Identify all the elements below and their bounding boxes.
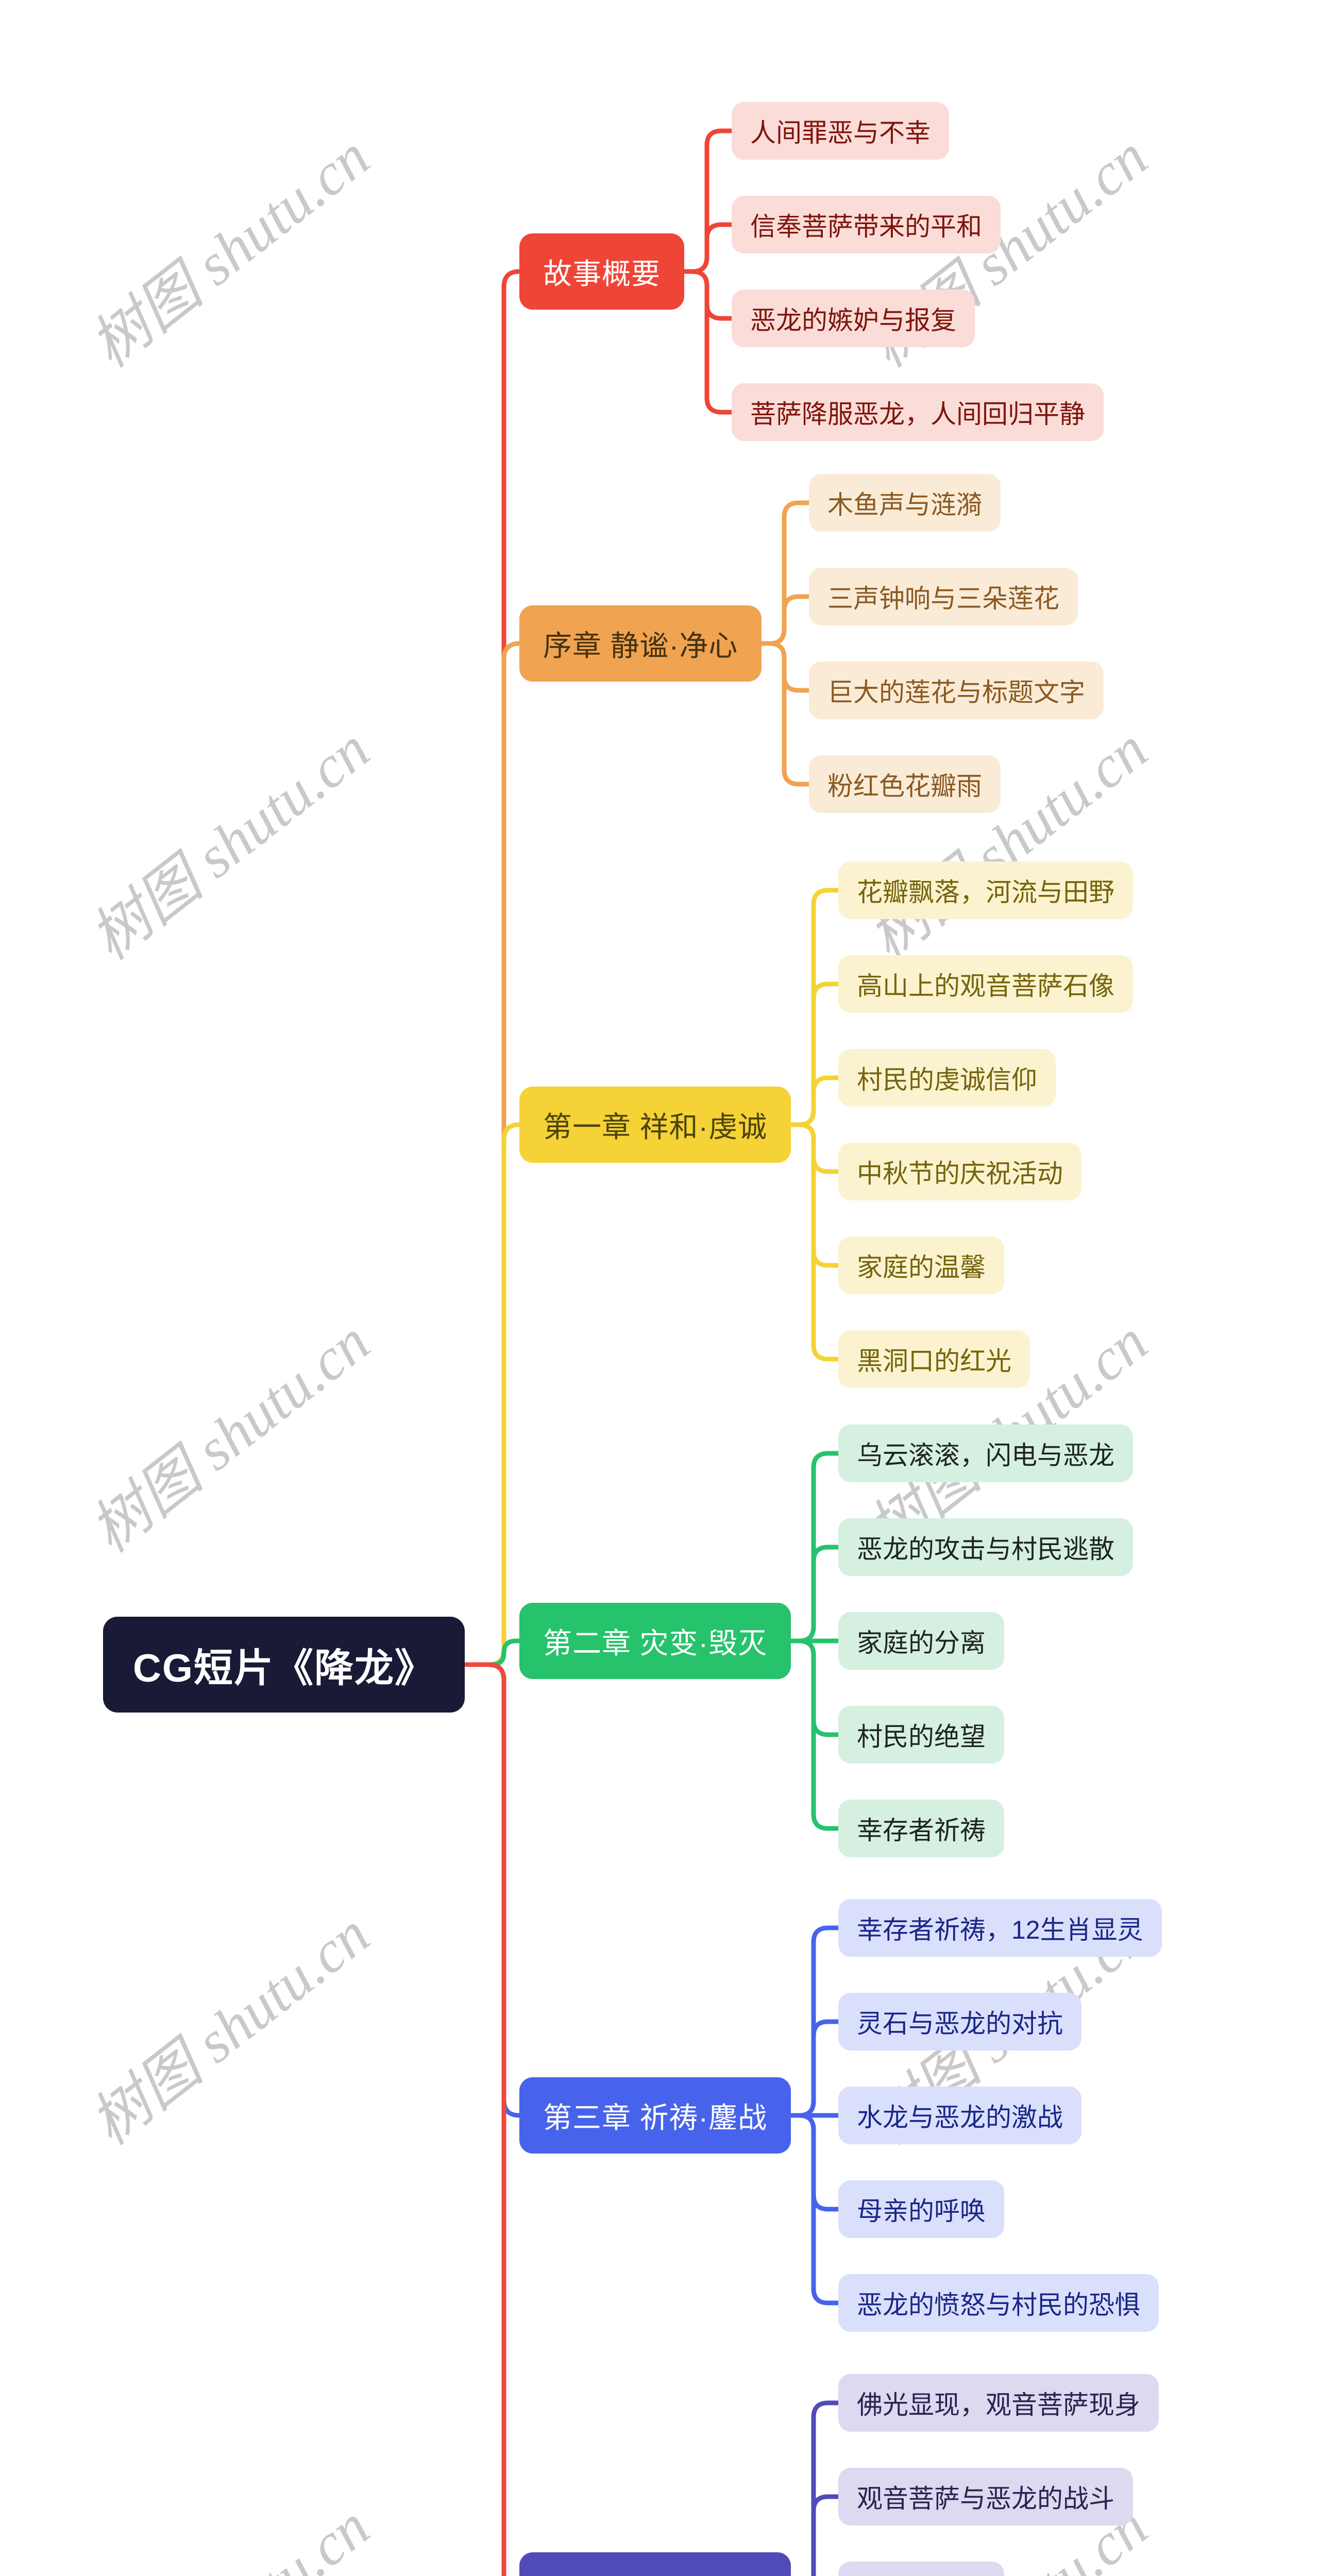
topic-node[interactable]: 幸存者祈祷，12生肖显灵 [838, 1899, 1162, 1957]
connector [811, 2494, 845, 2576]
topic-node[interactable]: 巨大的莲花与标题文字 [809, 662, 1104, 719]
topic-node[interactable]: 木鱼声与涟漪 [809, 474, 1001, 532]
root-node[interactable]: CG短片《降龙》 [103, 1617, 465, 1713]
branch-label[interactable]: 序章 静谧·净心 [519, 605, 762, 682]
connector [785, 1545, 845, 1643]
topic-node[interactable]: 家庭的温馨 [838, 1236, 1004, 1294]
topic-node[interactable]: 恶龙的愤怒与村民的恐惧 [838, 2274, 1159, 2332]
topic-node[interactable]: 恶龙的感化 [838, 2562, 1004, 2576]
topic-node[interactable]: 黑洞口的红光 [838, 1330, 1030, 1388]
branch-label[interactable]: 第二章 灾变·毁灭 [519, 1603, 791, 1679]
connector [785, 1075, 845, 1127]
connector [464, 1662, 526, 2118]
connector [785, 1122, 845, 1362]
topic-node[interactable]: 母亲的呼唤 [838, 2180, 1004, 2238]
topic-node[interactable]: 信奉菩萨带来的平和 [732, 196, 1001, 253]
branch-label[interactable]: 故事概要 [519, 233, 684, 310]
connector [756, 594, 816, 646]
connector [464, 1662, 506, 2576]
connector [756, 641, 816, 787]
topic-node[interactable]: 人间罪恶与不幸 [732, 102, 949, 160]
topic-node[interactable]: 菩萨降服恶龙，人间回归平静 [732, 383, 1104, 441]
topic-node[interactable]: 观音菩萨与恶龙的战斗 [838, 2468, 1133, 2526]
topic-node[interactable]: 家庭的分离 [838, 1612, 1004, 1670]
connector [785, 2113, 845, 2306]
topic-node[interactable]: 村民的绝望 [838, 1706, 1004, 1764]
topic-node[interactable]: 村民的虔诚信仰 [838, 1049, 1056, 1107]
connector [464, 641, 526, 1667]
topic-node[interactable]: 水龙与恶龙的激战 [838, 2087, 1081, 2144]
connector [785, 2019, 845, 2118]
topic-node[interactable]: 三声钟响与三朵莲花 [809, 568, 1078, 625]
connector [679, 222, 738, 274]
topic-node[interactable]: 花瓣飘落，河流与田野 [838, 861, 1133, 919]
topic-node[interactable]: 恶龙的嫉妒与报复 [732, 290, 975, 347]
topic-node[interactable]: 灵石与恶龙的对抗 [838, 1993, 1081, 2050]
topic-node[interactable]: 乌云滚滚，闪电与恶龙 [838, 1425, 1133, 1482]
branch-label[interactable]: 第三章 祈祷·鏖战 [519, 2077, 791, 2154]
connector [464, 1122, 526, 1667]
connector [679, 269, 738, 415]
connector [464, 1638, 526, 1667]
topic-node[interactable]: 高山上的观音菩萨石像 [838, 955, 1133, 1013]
topic-node[interactable]: 粉红色花瓣雨 [809, 755, 1001, 813]
connector [811, 2400, 845, 2576]
connector [464, 1662, 506, 2576]
topic-node[interactable]: 佛光显现，观音菩萨现身 [838, 2374, 1159, 2432]
branch-label[interactable]: 第一章 祥和·虔诚 [519, 1087, 791, 1163]
topic-node[interactable]: 恶龙的攻击与村民逃散 [838, 1518, 1133, 1576]
connector [464, 269, 526, 1667]
branch-label[interactable]: 第四章 降龙·复苏 [519, 2552, 791, 2576]
topic-node[interactable]: 幸存者祈祷 [838, 1800, 1004, 1857]
topic-node[interactable]: 中秋节的庆祝活动 [838, 1143, 1081, 1200]
connector [785, 1638, 845, 1831]
